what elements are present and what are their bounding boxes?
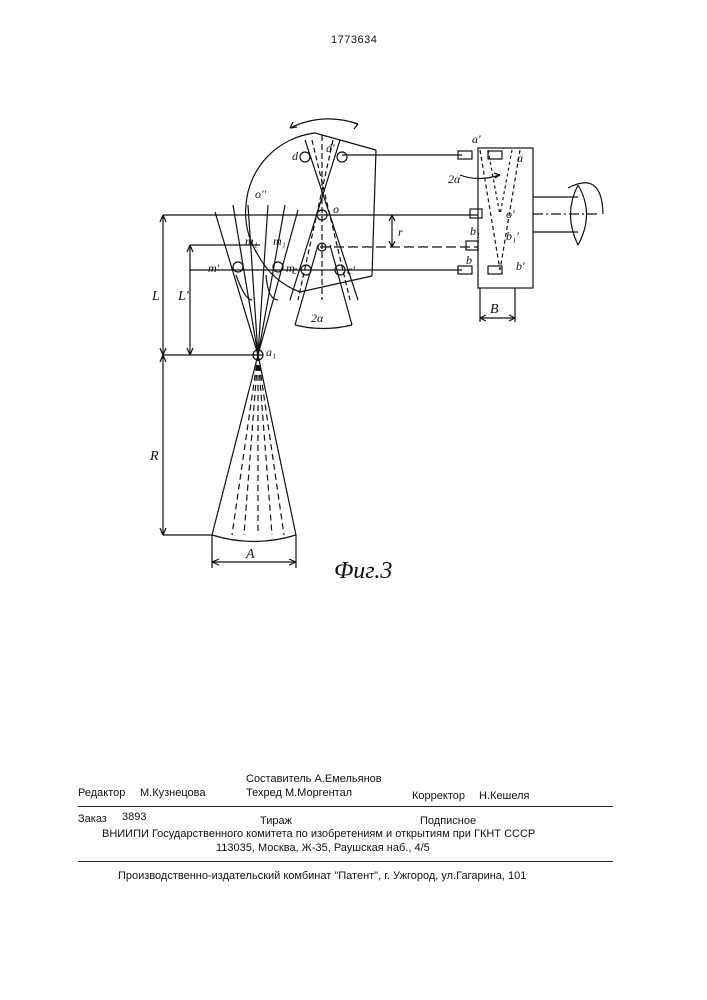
label-d-prime: d': [326, 141, 335, 155]
techred-line: Техред М.Моргентал: [246, 787, 352, 799]
corrector-label: Корректор: [412, 790, 465, 802]
label-a: a: [517, 151, 523, 165]
cross-line-3: [312, 140, 350, 300]
footer-rule-bottom: [78, 861, 613, 862]
wedge-bottom: [295, 325, 352, 329]
nozzle-fan-upper: [215, 205, 298, 355]
label-m-prime: m': [208, 261, 220, 275]
label-b1: b₁: [470, 224, 480, 238]
label-a1: a₁: [266, 345, 276, 359]
editor-name: М.Кузнецова: [140, 787, 206, 799]
drawing-lines: [160, 119, 603, 568]
label-o: o: [333, 202, 339, 216]
cross-line-4: [298, 140, 333, 300]
circulation-label: Тираж: [260, 815, 292, 827]
label-o-double-prime: o'': [255, 187, 267, 201]
label-B: B: [490, 302, 499, 317]
subscription-label: Подписное: [420, 815, 476, 827]
label-2alpha-bottom: 2α: [311, 311, 324, 325]
label-m1-right: m₁: [273, 234, 286, 248]
footer-rule-top: [78, 806, 613, 807]
label-r: r: [398, 225, 403, 239]
label-m1: m₁: [245, 234, 258, 248]
label-2alpha-top: 2α: [448, 172, 461, 186]
label-b-prime: b': [516, 259, 525, 273]
rotation-arrow-top: [290, 119, 358, 128]
figure-caption: Фиг.3: [334, 558, 392, 584]
label-a-prime: a': [472, 132, 481, 146]
label-b: b: [466, 253, 472, 267]
label-A: A: [245, 547, 255, 562]
editor-label: Редактор: [78, 787, 125, 799]
order-number: 3893: [122, 811, 146, 823]
label-R: R: [149, 449, 159, 464]
label-d: d: [292, 149, 299, 163]
organization-line: ВНИИПИ Государственного комитета по изоб…: [102, 828, 535, 840]
technical-drawing-fig3: d d' o'' o m₁ m₁ m' m c c' 2α r a' a 2α …: [0, 0, 707, 620]
label-o-prime: o': [506, 207, 515, 221]
nozzle-fan-lower: [212, 355, 296, 535]
disc-right-edge: [372, 150, 376, 276]
order-label: Заказ: [78, 813, 107, 825]
printing-plant-line: Производственно-издательский комбинат "П…: [118, 870, 526, 882]
address-line: 113035, Москва, Ж-35, Раушская наб., 4/5: [216, 842, 430, 854]
label-L: L: [151, 289, 160, 304]
label-c-prime: c': [347, 263, 355, 277]
composer-line: Составитель А.Емельянов: [246, 773, 382, 785]
label-L-prime: L': [177, 289, 190, 304]
label-b1-prime: b₁': [506, 229, 519, 243]
corrector-name: Н.Кешеля: [479, 790, 529, 802]
label-c: c: [292, 263, 298, 277]
